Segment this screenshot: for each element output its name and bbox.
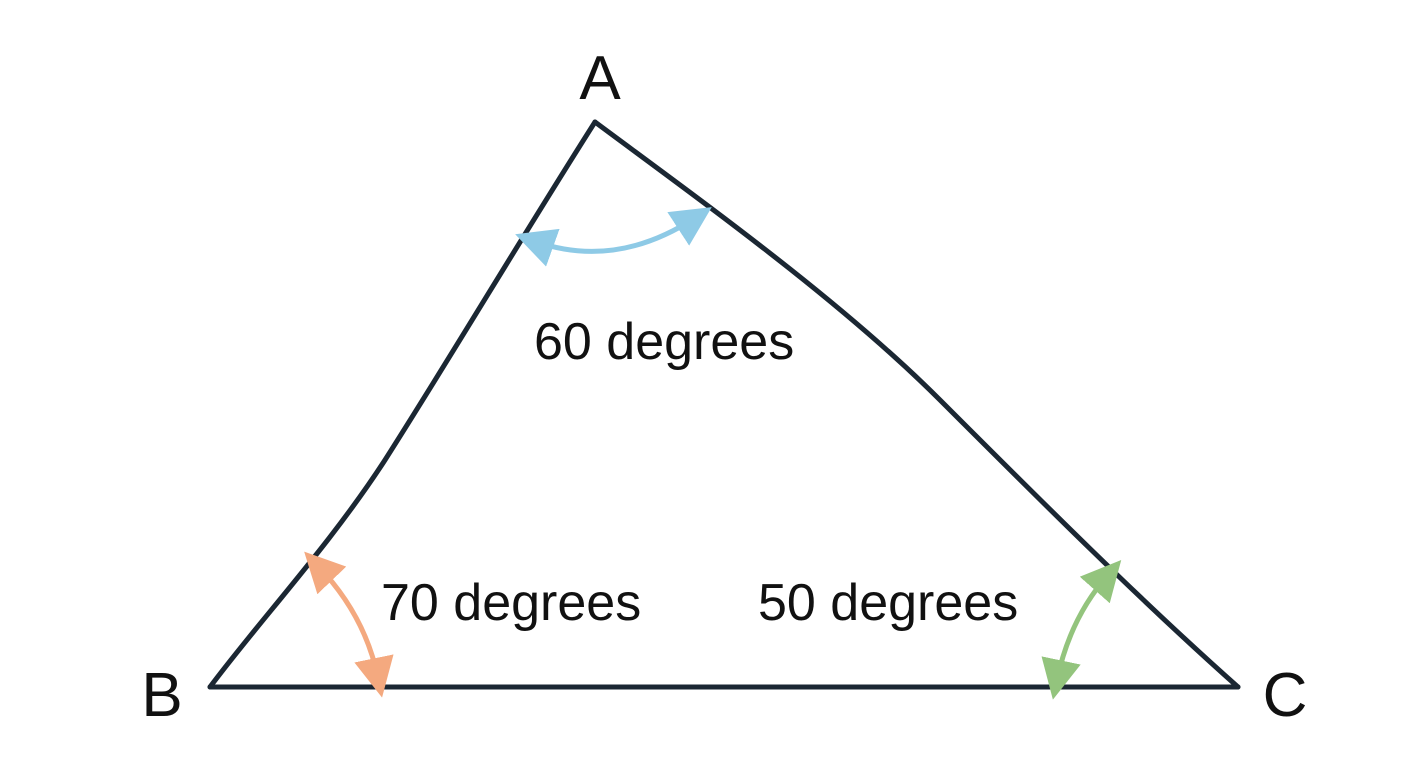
angle-a-label: 60 degrees <box>534 313 794 371</box>
angle-a-arc <box>515 207 712 267</box>
vertex-label-c: C <box>1263 661 1308 730</box>
angle-b-arc <box>304 551 394 698</box>
angle-b-label: 70 degrees <box>381 574 641 632</box>
vertex-label-b: B <box>141 661 182 730</box>
vertex-label-a: A <box>579 44 621 113</box>
angle-c-label: 50 degrees <box>758 574 1018 632</box>
edge-ac <box>592 119 1241 690</box>
angle-c-arc <box>1041 560 1122 700</box>
